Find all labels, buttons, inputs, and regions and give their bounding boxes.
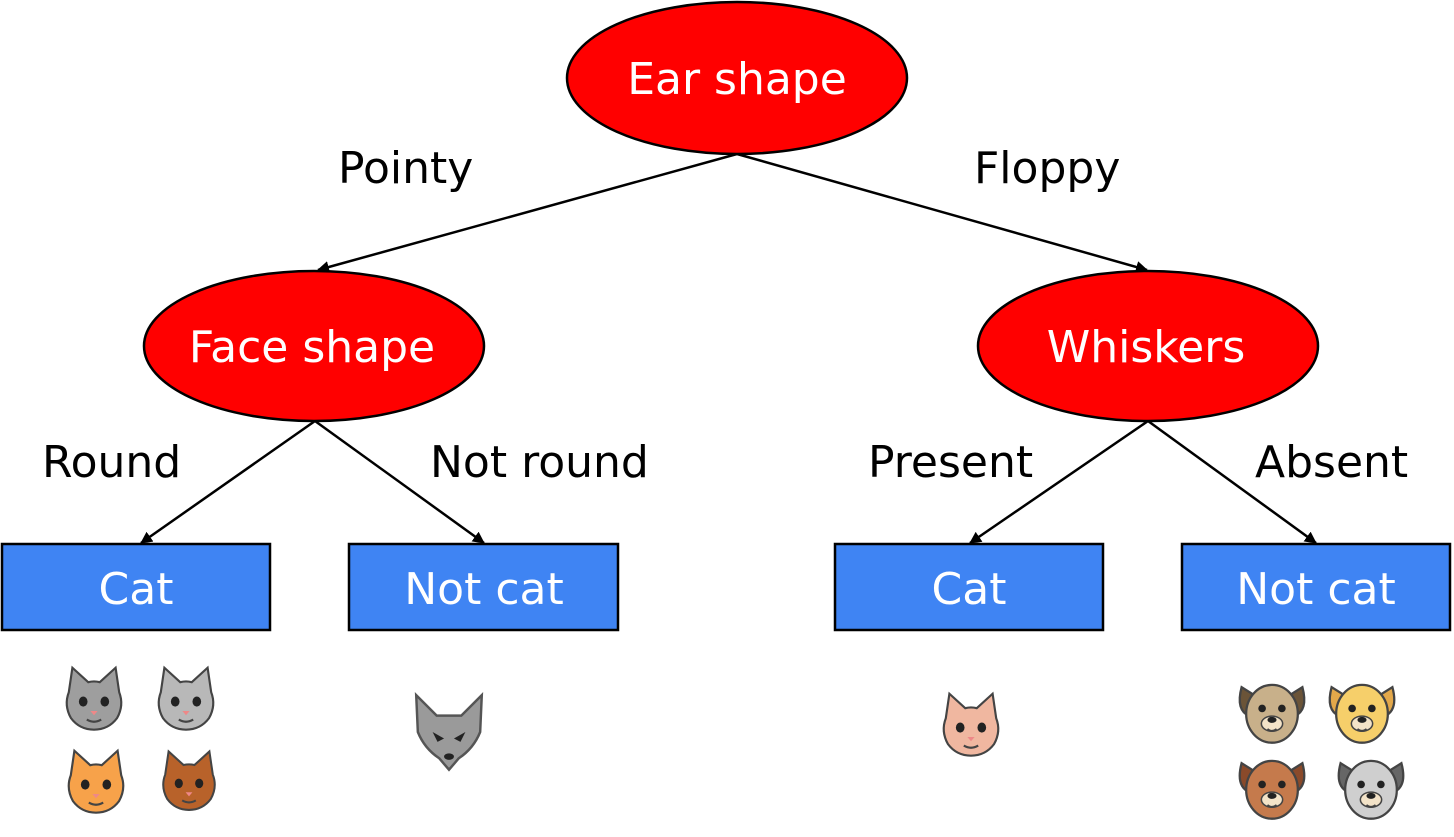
leaf-not-cat-2: Not cat xyxy=(1180,542,1452,632)
edge-label-not-round: Not round xyxy=(430,437,649,488)
gray-dog-icon xyxy=(1337,759,1405,821)
leaf-cat-1-box xyxy=(0,542,272,632)
node-whiskers-shape xyxy=(976,269,1320,423)
brown-cat-icon xyxy=(162,750,216,812)
edge-face-to-leaf2 xyxy=(314,419,485,545)
leaf-not-cat-1: Not cat xyxy=(347,542,620,632)
edge-root-to-whiskers xyxy=(736,152,1148,273)
node-face-shape: Face shape xyxy=(142,269,486,423)
node-root-shape xyxy=(565,0,909,156)
leaf-not-cat-1-label: Not cat xyxy=(404,564,563,615)
node-root-label: Ear shape xyxy=(627,54,847,105)
leaf-cat-2-examples xyxy=(942,692,1000,757)
edge-label-pointy: Pointy xyxy=(338,143,473,194)
tan-dog-icon xyxy=(1238,683,1306,744)
leaf-cat-2-label: Cat xyxy=(932,564,1007,615)
pink-cat-icon xyxy=(942,692,1000,757)
leaf-not-cat-2-label: Not cat xyxy=(1236,564,1395,615)
yellow-dog-icon xyxy=(1328,683,1396,744)
leaf-not-cat-1-examples xyxy=(414,693,484,772)
leaf-cat-1: Cat xyxy=(0,542,272,632)
gray-cat-icon xyxy=(157,666,215,731)
edge-label-absent: Absent xyxy=(1255,437,1408,488)
node-face-shape-label: Face shape xyxy=(189,322,435,373)
edge-whiskers-to-leaf3 xyxy=(969,419,1149,545)
edge-label-round: Round xyxy=(42,437,181,488)
leaf-cat-1-label: Cat xyxy=(99,564,174,615)
edge-whiskers-to-leaf4 xyxy=(1147,419,1317,545)
edge-root-to-face xyxy=(317,152,738,273)
node-whiskers: Whiskers xyxy=(976,269,1320,423)
brown-dog-icon xyxy=(1238,759,1306,820)
edges xyxy=(140,152,1317,545)
gray-cat-icon xyxy=(65,666,123,731)
leaf-not-cat-2-box xyxy=(1180,542,1452,632)
leaf-cat-2: Cat xyxy=(833,542,1105,632)
edge-face-to-leaf1 xyxy=(140,419,316,545)
node-face-shape-shape xyxy=(142,269,486,423)
orange-cat-icon xyxy=(67,749,125,814)
edge-label-present: Present xyxy=(868,437,1033,488)
leaf-not-cat-1-box xyxy=(347,542,620,632)
leaf-cat-1-examples xyxy=(65,666,216,814)
wolf-icon xyxy=(414,693,484,772)
node-whiskers-label: Whiskers xyxy=(1047,322,1246,373)
edge-label-floppy: Floppy xyxy=(974,143,1120,194)
leaf-not-cat-2-examples xyxy=(1238,683,1405,821)
node-root: Ear shape xyxy=(565,0,909,156)
leaf-cat-2-box xyxy=(833,542,1105,632)
